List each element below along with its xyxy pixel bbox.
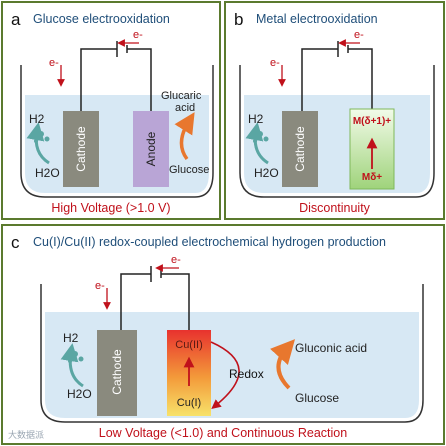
cathode-label: Cathode [74, 126, 88, 172]
panel-letter: b [234, 10, 244, 29]
panel-b-graphic [239, 39, 435, 198]
panel-title: Glucose electrooxidation [33, 12, 170, 26]
beaker [40, 284, 424, 423]
electron-label: e- [133, 29, 143, 41]
cathode-electrode [63, 111, 99, 187]
cathode-electrode [97, 330, 137, 416]
wire [301, 48, 373, 111]
panel-title: Cu(I)/Cu(II) redox-coupled electrochemic… [33, 235, 386, 249]
glucose-label: Glucose [295, 391, 340, 405]
glucaric-acid-label: Glucaric [161, 90, 202, 102]
glucaric-acid-label: acid [175, 102, 196, 114]
panel-title: Metal electrooxidation [256, 12, 378, 26]
electron-label: e- [95, 280, 105, 292]
h2o-label: H2O [35, 166, 60, 180]
metal-low-label: Mδ+ [361, 172, 383, 183]
panel-caption: High Voltage (>1.0 V) [51, 201, 171, 215]
panel-a: a Glucose electrooxidation e- e- H2 H2O … [1, 1, 221, 220]
panel-c: c Cu(I)/Cu(II) redox-coupled electrochem… [1, 224, 445, 445]
panel-b: b Metal electrooxidation e- e- H2 H2O Ca… [224, 1, 445, 220]
anode-label: Anode [144, 131, 158, 167]
h2-label: H2 [63, 331, 79, 345]
cu2-label: Cu(II) [175, 339, 203, 351]
metal-high-label: M(δ+1)+ [352, 116, 392, 127]
beaker [20, 65, 214, 198]
panel-letter: c [11, 233, 20, 252]
beaker [239, 65, 435, 198]
panel-caption: Low Voltage (<1.0) and Continuous Reacti… [98, 426, 348, 440]
h2-label: H2 [248, 112, 264, 126]
panel-c-graphic [40, 264, 424, 423]
wire [80, 48, 152, 111]
redox-label: Redox [229, 367, 264, 381]
electrolyte [45, 312, 419, 418]
cathode-electrode [282, 111, 318, 187]
electron-label: e- [270, 57, 280, 69]
electron-label: e- [354, 29, 364, 41]
h2-label: H2 [29, 112, 45, 126]
cathode-label: Cathode [110, 349, 124, 395]
electron-label: e- [171, 254, 181, 266]
glucose-label: Glucose [169, 164, 210, 176]
h2o-label: H2O [254, 166, 279, 180]
gluconic-acid-label: Gluconic acid [295, 341, 368, 355]
panel-caption: Discontinuity [299, 201, 370, 215]
watermark: 大数据派 [8, 430, 45, 440]
panel-a-graphic [20, 39, 214, 198]
anode-electrode [133, 111, 169, 187]
wire [120, 273, 190, 330]
panel-letter: a [11, 10, 21, 29]
redox-cycle-arrow [210, 341, 240, 410]
cu1-label: Cu(I) [176, 397, 202, 409]
electron-label: e- [49, 57, 59, 69]
cathode-label: Cathode [293, 126, 307, 172]
h2o-label: H2O [67, 387, 92, 401]
